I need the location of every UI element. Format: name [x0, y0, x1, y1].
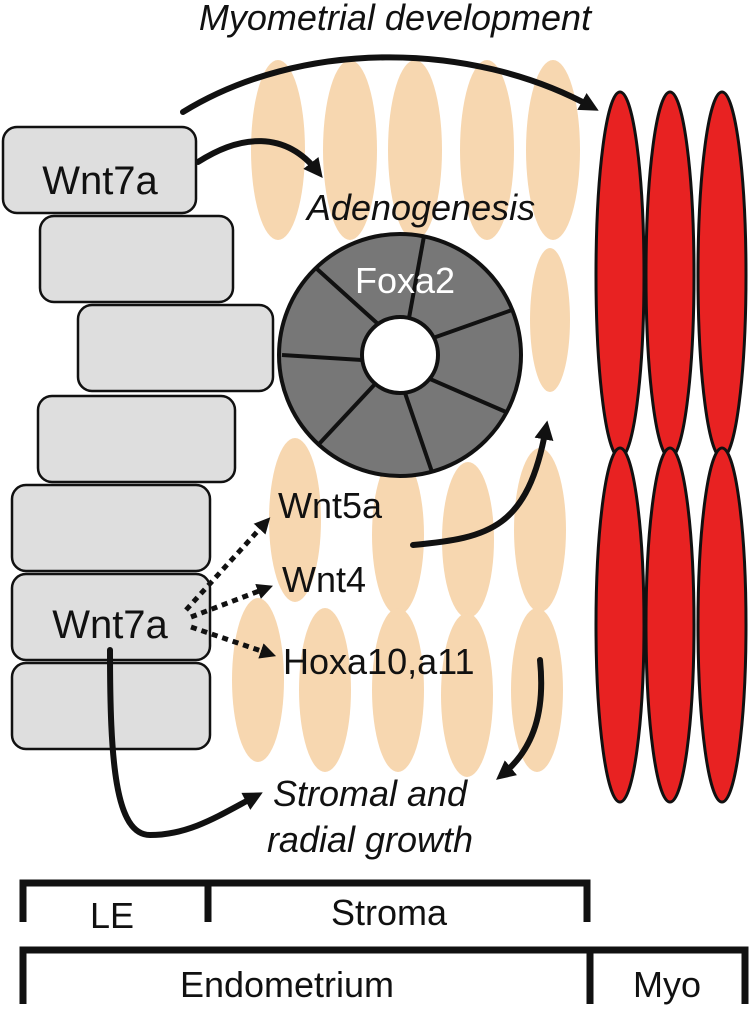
- hoxa-arrow: [496, 657, 545, 780]
- muscle-cell: [594, 446, 646, 804]
- myo-label: Myo: [633, 964, 701, 1005]
- stromal-cell: [530, 248, 570, 392]
- stromal-cell: [372, 608, 424, 772]
- myometrial-arrow: [180, 54, 599, 115]
- adenogenesis-label: Adenogenesis: [305, 187, 535, 228]
- stromal-cell: [441, 613, 493, 777]
- diagram-title: Myometrial development: [199, 0, 593, 38]
- hoxa-label: Hoxa10,a11: [283, 641, 474, 682]
- wnt4-label: Wnt4: [282, 559, 366, 600]
- muscle-cell: [696, 90, 748, 460]
- endometrium-label: Endometrium: [180, 964, 394, 1005]
- stromal-cell: [511, 608, 563, 772]
- luminal-epithelium: [1, 125, 275, 751]
- stromal-cell: [323, 60, 377, 240]
- le-stroma-bracket: [19, 879, 591, 922]
- stromal-cell: [372, 455, 424, 615]
- wnt5a-arrow: [410, 420, 554, 548]
- wnt7a-bottom-label: Wnt7a: [52, 603, 168, 647]
- stromal-cell: [514, 448, 566, 612]
- muscle-cell: [644, 90, 696, 460]
- wnt5a-label: Wnt5a: [278, 485, 383, 526]
- wnt5a-dashed-arrow: [184, 517, 271, 612]
- region-brackets: [19, 879, 749, 1004]
- myo-bracket: [590, 946, 749, 1004]
- endometrium-bracket: [19, 946, 594, 1004]
- muscle-cell: [644, 446, 696, 804]
- epithelial-cell: [76, 303, 275, 393]
- wnt7a-top-label: Wnt7a: [42, 159, 158, 203]
- gland-lumen: [360, 315, 440, 395]
- stromal-cell: [442, 462, 494, 618]
- wnt4-dashed-arrow: [190, 583, 273, 620]
- stromal-growth-label-line2: radial growth: [267, 819, 473, 860]
- stromal-arrow: [107, 647, 263, 839]
- epithelial-cell: [36, 394, 237, 484]
- stromal-cell: [460, 60, 514, 240]
- gland-cell-boundaries: [281, 235, 513, 473]
- stromal-cell: [388, 60, 442, 240]
- stromal-growth-label-line1: Stromal and: [273, 773, 468, 814]
- le-label: LE: [90, 895, 134, 936]
- stromal-cell: [251, 60, 305, 240]
- epithelial-cell: [10, 483, 212, 573]
- stromal-cell: [526, 60, 580, 240]
- stromal-cell: [232, 598, 284, 762]
- stromal-cells: [232, 60, 580, 777]
- muscle-cell: [594, 90, 646, 460]
- foxa2-label: Foxa2: [355, 260, 455, 301]
- stromal-cell: [299, 608, 351, 772]
- muscle-cell: [696, 446, 748, 804]
- uterine-gland: [277, 232, 523, 478]
- stromal-cell: [269, 438, 321, 602]
- myometrium-cells: [594, 90, 748, 804]
- stroma-label: Stroma: [331, 892, 448, 933]
- adenogenesis-arrow: [195, 138, 323, 179]
- epithelial-cell: [38, 214, 235, 304]
- arrows: [107, 54, 599, 839]
- hoxa-dashed-arrow: [190, 624, 277, 659]
- epithelial-cell: [1, 125, 198, 215]
